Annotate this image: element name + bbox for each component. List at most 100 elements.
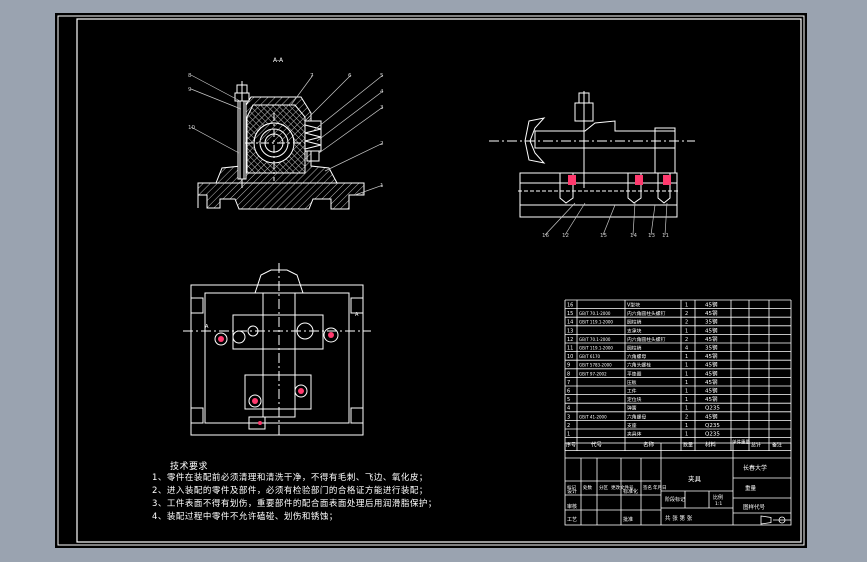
balloon-number: 12 [562,233,569,239]
bom-cell-no: 3 [567,414,570,420]
bom-cell-qty: 1 [685,380,688,386]
bom-cell-code: GB/T 5783-2000 [579,363,612,368]
balloon-number: 6 [348,73,352,79]
bom-cell-material: 45钢 [705,301,718,309]
section-view-a-a: A-A [197,57,365,210]
bom-cell-name: 支座 [627,422,637,429]
bom-header-material: 材料 [705,441,717,449]
bom-cell-qty: 1 [685,406,688,412]
bom-cell-code: GB/T 70.1-2000 [579,311,611,316]
bom-cell-qty: 1 [685,303,688,309]
bom-cell-qty: 2 [685,311,688,317]
bom-cell-no: 6 [567,389,570,395]
bom-cell-material: 45钢 [705,326,718,334]
bom-cell-name: 弹簧 [627,405,637,412]
tech-requirement-1: 1、零件在装配前必须清理和清洗干净，不得有毛刺、飞边、氧化皮； [152,473,428,483]
bom-cell-name: 平垫圈 [627,370,642,377]
bom-cell-name: 六角螺母 [627,353,646,360]
title-block-row-labels: 标记处数分区更改文件号签名年月日 [567,484,667,491]
bom-cell-qty: 1 [685,371,688,377]
leader-line [632,202,636,236]
leader-line [316,90,384,142]
bom-cell-name: 支承块 [627,327,642,334]
bom-cell-name: V型块 [627,302,640,309]
bom-cell-code: GB/T 97-2002 [579,371,607,376]
sheets-text: 共 张 第 张 [665,514,693,522]
bom-cell-no: 5 [567,397,570,403]
bom-cell-qty: 1 [685,397,688,403]
bom-cell-material: Q235 [705,406,720,412]
top-view: A A [183,263,371,436]
scale-value: 1:1 [715,501,722,507]
bom-cell-material: 45钢 [705,369,718,377]
drawing-name: 夹具 [688,474,702,483]
leader-line [564,202,586,236]
balloon-number: 16 [542,233,549,239]
balloon-number: 4 [380,89,384,95]
balloon-number: 13 [648,233,655,239]
balloon-number: 3 [380,105,384,111]
bom-cell-name: 夹具体 [627,431,642,438]
school-name: 长春大学 [743,464,767,472]
bom-cell-material: Q235 [705,423,720,429]
bom-cell-material: Q235 [705,432,720,438]
bom-cell-qty: 2 [685,320,688,326]
bom-header-remark: 备注 [772,442,782,449]
leader-line [190,88,242,110]
balloon-number: 11 [662,233,669,239]
bom-cell-code: GB/T 6170 [579,354,601,359]
bom-cell-material: 35钢 [705,344,718,352]
balloon-number: 5 [380,73,384,79]
view-label: A-A [273,57,284,64]
bom-cell-qty: 1 [685,423,688,429]
bom-cell-no: 16 [567,303,573,309]
bom-cell-qty: 2 [685,337,688,343]
bom-cell-no: 15 [567,311,573,317]
leader-line [290,74,314,106]
bom-header-total: 总计 [751,442,761,449]
bom-cell-name: 工件 [627,388,637,395]
mark-label: 阶段标记 [665,496,685,503]
bom-cell-material: 45钢 [705,361,718,369]
outer-border [57,15,805,546]
bom-cell-name: 圆柱销 [627,319,642,326]
design-label: 设计 [567,488,577,495]
leader-line [602,204,616,236]
bom-cell-qty: 1 [685,432,688,438]
leader-line [664,202,668,236]
tech-requirements-title: 技术要求 [170,462,209,472]
bom-cell-material: 45钢 [705,395,718,403]
balloon-number: 1 [380,183,384,189]
bom-header-name: 名称 [643,441,655,449]
bom-cell-qty: 1 [685,363,688,369]
bom-cell-code: GB/T 119.1-2000 [579,320,613,325]
bom-cell-no: 4 [567,406,570,412]
inner-border [76,18,802,543]
bom-cell-no: 10 [567,354,573,360]
title-block-row-label: 处数 [583,484,592,491]
bom-header-no: 序号 [566,442,576,449]
bom-cell-name: 内六角圆柱头螺钉 [627,310,666,317]
tech-requirement-3: 3、工件表面不得有划伤，重要部件的配合面表面处理后用润滑脂保护； [152,499,437,509]
section-marker-right: A [355,312,359,318]
bom-cell-code: GB/T 119.1-2000 [579,346,613,351]
balloon-number: 15 [600,233,607,239]
bom-cell-material: 45钢 [705,335,718,343]
bom-cell-material: 35钢 [705,318,718,326]
title-block: 夹具 长春大学 重量 图样代号 阶段标记 比例 1:1 共 张 第 张 设计 标… [564,442,792,526]
bom-cell-no: 2 [567,423,570,429]
bom-cell-no: 7 [567,380,570,386]
bom-cell-material: 45钢 [705,387,718,395]
balloon-number: 7 [310,73,314,79]
approve-label: 批准 [623,516,633,523]
balloon-number: 10 [188,125,195,131]
bom-cell-material: 45钢 [705,352,718,360]
bom-cell-name: 圆柱销 [627,345,642,352]
bom-cell-name: 内六角圆柱头螺钉 [627,336,666,343]
bom-cell-name: 压板 [627,379,637,386]
balloon-number: 2 [380,141,384,147]
weight-label: 重量 [745,484,757,492]
